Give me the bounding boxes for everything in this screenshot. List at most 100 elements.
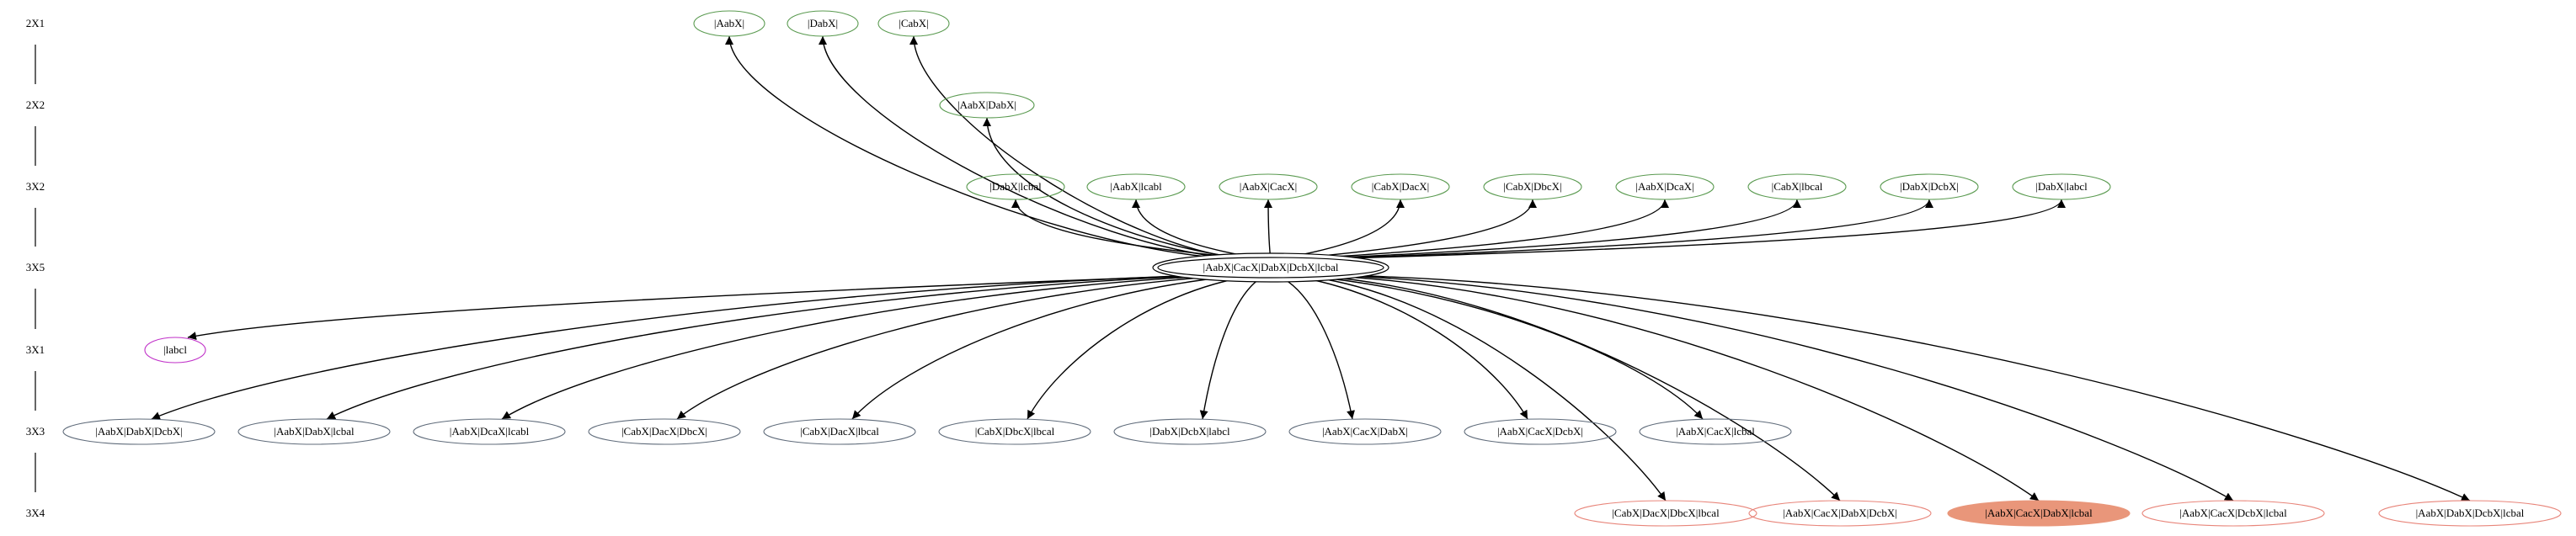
node-shape (1086, 173, 1186, 200)
edge-b1 (983, 117, 1254, 260)
rank-label-r5: 3X3 (26, 425, 45, 438)
edge-o5 (1366, 275, 2471, 502)
node-s9[interactable]: |AabX|CacX|DcbX| (1464, 418, 1617, 445)
edge-s5 (851, 275, 1237, 420)
node-label: |AabX|DabX|lcbal (274, 425, 355, 438)
node-label: |CabX|DacX|lbcal (800, 425, 879, 438)
edge-s10 (1306, 275, 1704, 420)
rank-label-r4: 3X1 (26, 343, 45, 356)
node-o1[interactable]: |CabX|DacX|DbcX|lbcal (1574, 500, 1757, 527)
node-shape (1615, 173, 1715, 200)
node-shape-outer (1152, 252, 1389, 283)
edge-o2 (1316, 275, 1841, 502)
edge-s7 (1199, 275, 1265, 420)
node-shape (877, 10, 950, 37)
node-label: |DabX|DcbX| (1900, 180, 1959, 193)
node-label: |AabX|CacX|DabX| (1322, 425, 1408, 438)
edge-o1 (1302, 275, 1667, 502)
rank-label-r1: 2X2 (26, 98, 45, 111)
edge-a1 (725, 35, 1239, 260)
node-g5[interactable]: |CabX|DbcX| (1483, 173, 1582, 200)
node-g6[interactable]: |AabX|DcaX| (1615, 173, 1715, 200)
node-label: |CabX|DacX|DbcX| (621, 425, 707, 438)
node-label: |AabX|CacX| (1240, 180, 1297, 193)
edge-m1 (187, 275, 1183, 341)
node-s3[interactable]: |AabX|DcaX|lcabl (413, 418, 566, 445)
node-g3[interactable]: |AabX|CacX| (1219, 173, 1318, 200)
node-label: |AabX|CacX|DabX|DcbX| (1783, 507, 1897, 519)
node-label: |AabX|CacX|DcbX| (1497, 425, 1583, 438)
edge-o4 (1347, 275, 2234, 502)
node-shape (588, 418, 741, 445)
node-label: |DabX|labcl (2035, 180, 2088, 193)
edge-g4 (1278, 199, 1405, 260)
edge-s1 (151, 275, 1181, 420)
node-shape (1639, 418, 1792, 445)
node-s4[interactable]: |CabX|DacX|DbcX| (588, 418, 741, 445)
node-g9[interactable]: |DabX|labcl (2012, 173, 2111, 200)
node-shape (237, 418, 391, 445)
rank-label-r0: 2X1 (26, 17, 45, 29)
node-shape (787, 10, 859, 37)
node-s10[interactable]: |AabX|CacX|lcbal (1639, 418, 1792, 445)
node-label: |AabX|DabX| (957, 98, 1016, 111)
rank-label-r2: 3X2 (26, 180, 45, 193)
edge-g6 (1294, 199, 1669, 260)
node-a3[interactable]: |CabX| (877, 10, 950, 37)
node-shape (1747, 173, 1847, 200)
nodes: |AabX| |DabX| |CabX| |AabX|DabX| |DabX|lcbal… (62, 10, 2562, 527)
edge-a2 (819, 35, 1245, 260)
node-shape (2141, 500, 2325, 527)
node-center[interactable]: |AabX|CacX|DabX|DcbX|lcbal (1152, 252, 1389, 283)
node-o2[interactable]: |AabX|CacX|DabX|DcbX| (1748, 500, 1932, 527)
node-shape-inner (1157, 257, 1384, 279)
node-label: |CabX|DbcX|lbcal (975, 425, 1055, 438)
node-s2[interactable]: |AabX|DabX|lcbal (237, 418, 391, 445)
node-g2[interactable]: |AabX|lcabl (1086, 173, 1186, 200)
node-label: |AabX|lcabl (1110, 180, 1162, 193)
node-label: |CabX|DbcX| (1503, 180, 1561, 193)
node-label: |CabX|lbcal (1772, 180, 1823, 193)
edge-g9 (1318, 199, 2066, 260)
node-shape (1483, 173, 1582, 200)
edge-s8 (1277, 275, 1355, 420)
edge-a3 (909, 35, 1250, 260)
edge-g5 (1286, 199, 1537, 260)
node-g1[interactable]: |DabX|lcbal (966, 173, 1065, 200)
node-o5[interactable]: |AabX|DabX|DcbX|lcbal (2378, 500, 2562, 527)
edge-s9 (1292, 275, 1528, 420)
node-shape (2012, 173, 2111, 200)
edge-s2 (326, 275, 1195, 420)
node-s7[interactable]: |DabX|DcbX|labcl (1113, 418, 1267, 445)
node-shape (2378, 500, 2562, 527)
node-o3[interactable]: |AabX|CacX|DabX|lcbal (1947, 500, 2131, 527)
node-g8[interactable]: |DabX|DcbX| (1880, 173, 1979, 200)
node-a2[interactable]: |DabX| (787, 10, 859, 37)
node-s5[interactable]: |CabX|DacX|lbcal (763, 418, 916, 445)
node-shape (1113, 418, 1267, 445)
node-label: |AabX|DabX|DcbX| (95, 425, 183, 438)
node-a1[interactable]: |AabX| (693, 10, 765, 37)
node-shape (413, 418, 566, 445)
edge-s4 (676, 275, 1223, 420)
node-shape (763, 418, 916, 445)
node-shape (693, 10, 765, 37)
node-shape (1464, 418, 1617, 445)
node-label: |labcl (163, 343, 187, 356)
node-o4[interactable]: |AabX|CacX|DcbX|lcbal (2141, 500, 2325, 527)
node-b1[interactable]: |AabX|DabX| (939, 92, 1035, 119)
node-label: |DabX|DcbX|labcl (1149, 425, 1230, 438)
node-shape (144, 337, 206, 364)
node-g7[interactable]: |CabX|lbcal (1747, 173, 1847, 200)
node-label: |AabX|CacX|DabX|lcbal (1985, 507, 2093, 519)
node-s1[interactable]: |AabX|DabX|DcbX| (62, 418, 216, 445)
node-label: |AabX|CacX|DcbX|lcbal (2179, 507, 2287, 519)
node-s8[interactable]: |AabX|CacX|DabX| (1288, 418, 1442, 445)
node-label: |AabX|DabX|DcbX|lcbal (2416, 507, 2525, 519)
edge-g3 (1264, 199, 1273, 260)
node-g4[interactable]: |CabX|DacX| (1351, 173, 1450, 200)
node-shape (1748, 500, 1932, 527)
node-m1[interactable]: |labcl (144, 337, 206, 364)
node-s6[interactable]: |CabX|DbcX|lbcal (938, 418, 1091, 445)
